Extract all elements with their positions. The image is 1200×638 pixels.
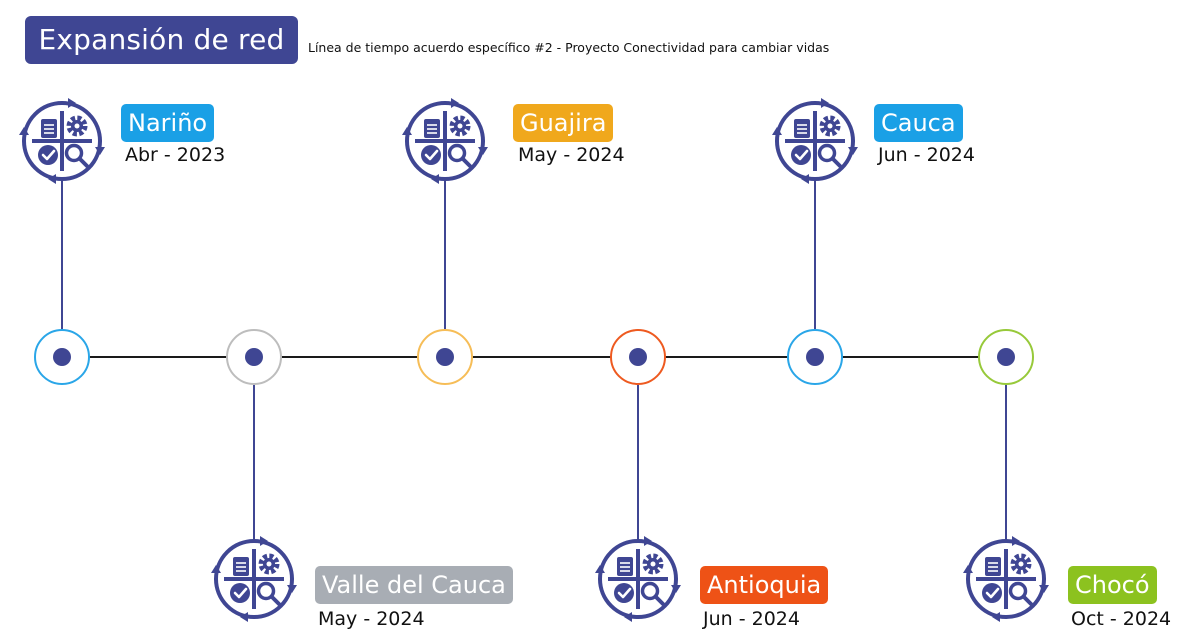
region-date: Jun - 2024 — [703, 608, 800, 630]
timeline-node — [417, 329, 473, 385]
timeline-node — [34, 329, 90, 385]
process-cycle-icon — [401, 97, 489, 185]
timeline-stem — [253, 385, 255, 539]
region-date: Oct - 2024 — [1071, 608, 1172, 630]
timeline-axis — [62, 356, 1006, 358]
process-cycle-icon — [771, 97, 859, 185]
timeline-stem — [444, 177, 446, 329]
timeline-node-dot — [806, 348, 824, 366]
timeline-stem — [1005, 385, 1007, 539]
process-cycle-icon — [594, 535, 682, 623]
timeline-node-dot — [245, 348, 263, 366]
timeline-node-dot — [997, 348, 1015, 366]
region-label: Guajira — [513, 104, 614, 142]
region-date: Jun - 2024 — [878, 144, 975, 166]
timeline-node — [610, 329, 666, 385]
process-cycle-icon — [962, 535, 1050, 623]
timeline-node — [787, 329, 843, 385]
region-date: May - 2024 — [318, 608, 425, 630]
timeline-node-dot — [629, 348, 647, 366]
process-cycle-icon — [210, 535, 298, 623]
timeline-node-dot — [53, 348, 71, 366]
timeline-stem — [61, 177, 63, 329]
region-label: Antioquia — [700, 566, 829, 604]
region-label: Chocó — [1068, 566, 1157, 604]
timeline-stem — [814, 177, 816, 329]
timeline-node — [226, 329, 282, 385]
timeline-node-dot — [436, 348, 454, 366]
timeline-node — [978, 329, 1034, 385]
page-title: Expansión de red — [25, 16, 298, 64]
region-date: Abr - 2023 — [125, 144, 226, 166]
process-cycle-icon — [18, 97, 106, 185]
timeline-stem — [637, 385, 639, 539]
region-label: Cauca — [874, 104, 963, 142]
region-date: May - 2024 — [518, 144, 625, 166]
region-label: Nariño — [121, 104, 215, 142]
region-label: Valle del Cauca — [315, 566, 513, 604]
page-subtitle: Línea de tiempo acuerdo específico #2 - … — [308, 40, 830, 55]
